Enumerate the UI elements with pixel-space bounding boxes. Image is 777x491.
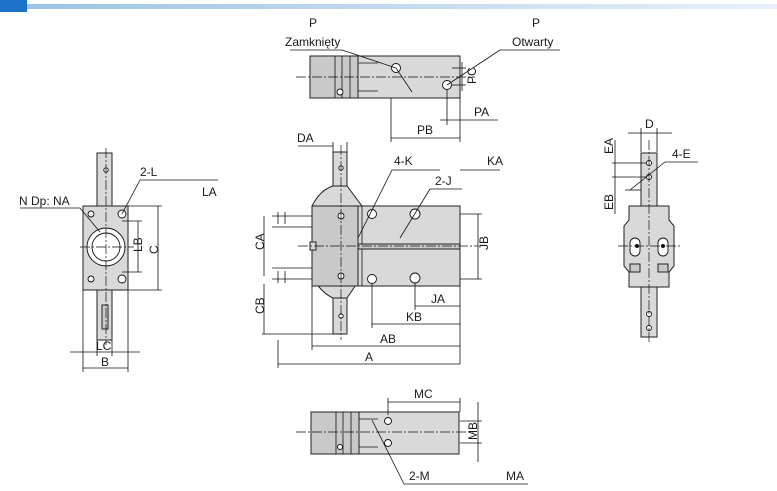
label-lb: LB bbox=[131, 237, 145, 252]
label-k: 4-K bbox=[394, 154, 413, 168]
top-view bbox=[290, 49, 560, 142]
label-pb: PB bbox=[417, 123, 433, 137]
label-ca: CA bbox=[253, 233, 267, 250]
label-ab: AB bbox=[380, 332, 396, 346]
header-accent bbox=[0, 0, 27, 12]
label-cb: CB bbox=[253, 297, 267, 314]
bottom-view-jaw bbox=[310, 411, 360, 455]
bottom-view bbox=[296, 398, 528, 485]
label-jb: JB bbox=[477, 236, 491, 250]
label-open: Otwarty bbox=[512, 35, 553, 49]
label-ka: KA bbox=[487, 154, 503, 168]
left-finger-upper bbox=[96, 152, 113, 209]
label-ndp: N Dp: NA bbox=[19, 194, 70, 208]
label-kb: KB bbox=[406, 310, 422, 324]
left-side-view bbox=[20, 148, 218, 372]
header-bar bbox=[0, 0, 777, 12]
header-band bbox=[27, 4, 777, 9]
label-closed: Zamknięty bbox=[285, 35, 340, 49]
label-pa: PA bbox=[474, 105, 489, 119]
label-a: A bbox=[365, 350, 373, 364]
label-d: D bbox=[645, 117, 654, 131]
label-pc: PC bbox=[465, 67, 479, 84]
label-da: DA bbox=[297, 131, 314, 145]
label-mb: MB bbox=[466, 422, 480, 440]
label-eb: EB bbox=[602, 194, 616, 210]
label-ea: EA bbox=[602, 138, 616, 154]
right-side-view bbox=[612, 128, 698, 342]
label-l: 2-L bbox=[140, 165, 158, 179]
label-c: C bbox=[147, 245, 161, 254]
label-ja: JA bbox=[431, 292, 445, 306]
label-p-open: P bbox=[532, 16, 540, 30]
label-la: LA bbox=[202, 185, 217, 199]
label-e: 4-E bbox=[672, 147, 691, 161]
label-j: 2-J bbox=[435, 174, 452, 188]
front-view bbox=[262, 142, 500, 368]
label-m: 2-M bbox=[409, 469, 430, 483]
label-lc: LC bbox=[96, 339, 112, 353]
label-p-closed: P bbox=[309, 16, 317, 30]
label-ma: MA bbox=[506, 469, 524, 483]
label-mc: MC bbox=[414, 387, 433, 401]
label-b: B bbox=[101, 355, 109, 369]
